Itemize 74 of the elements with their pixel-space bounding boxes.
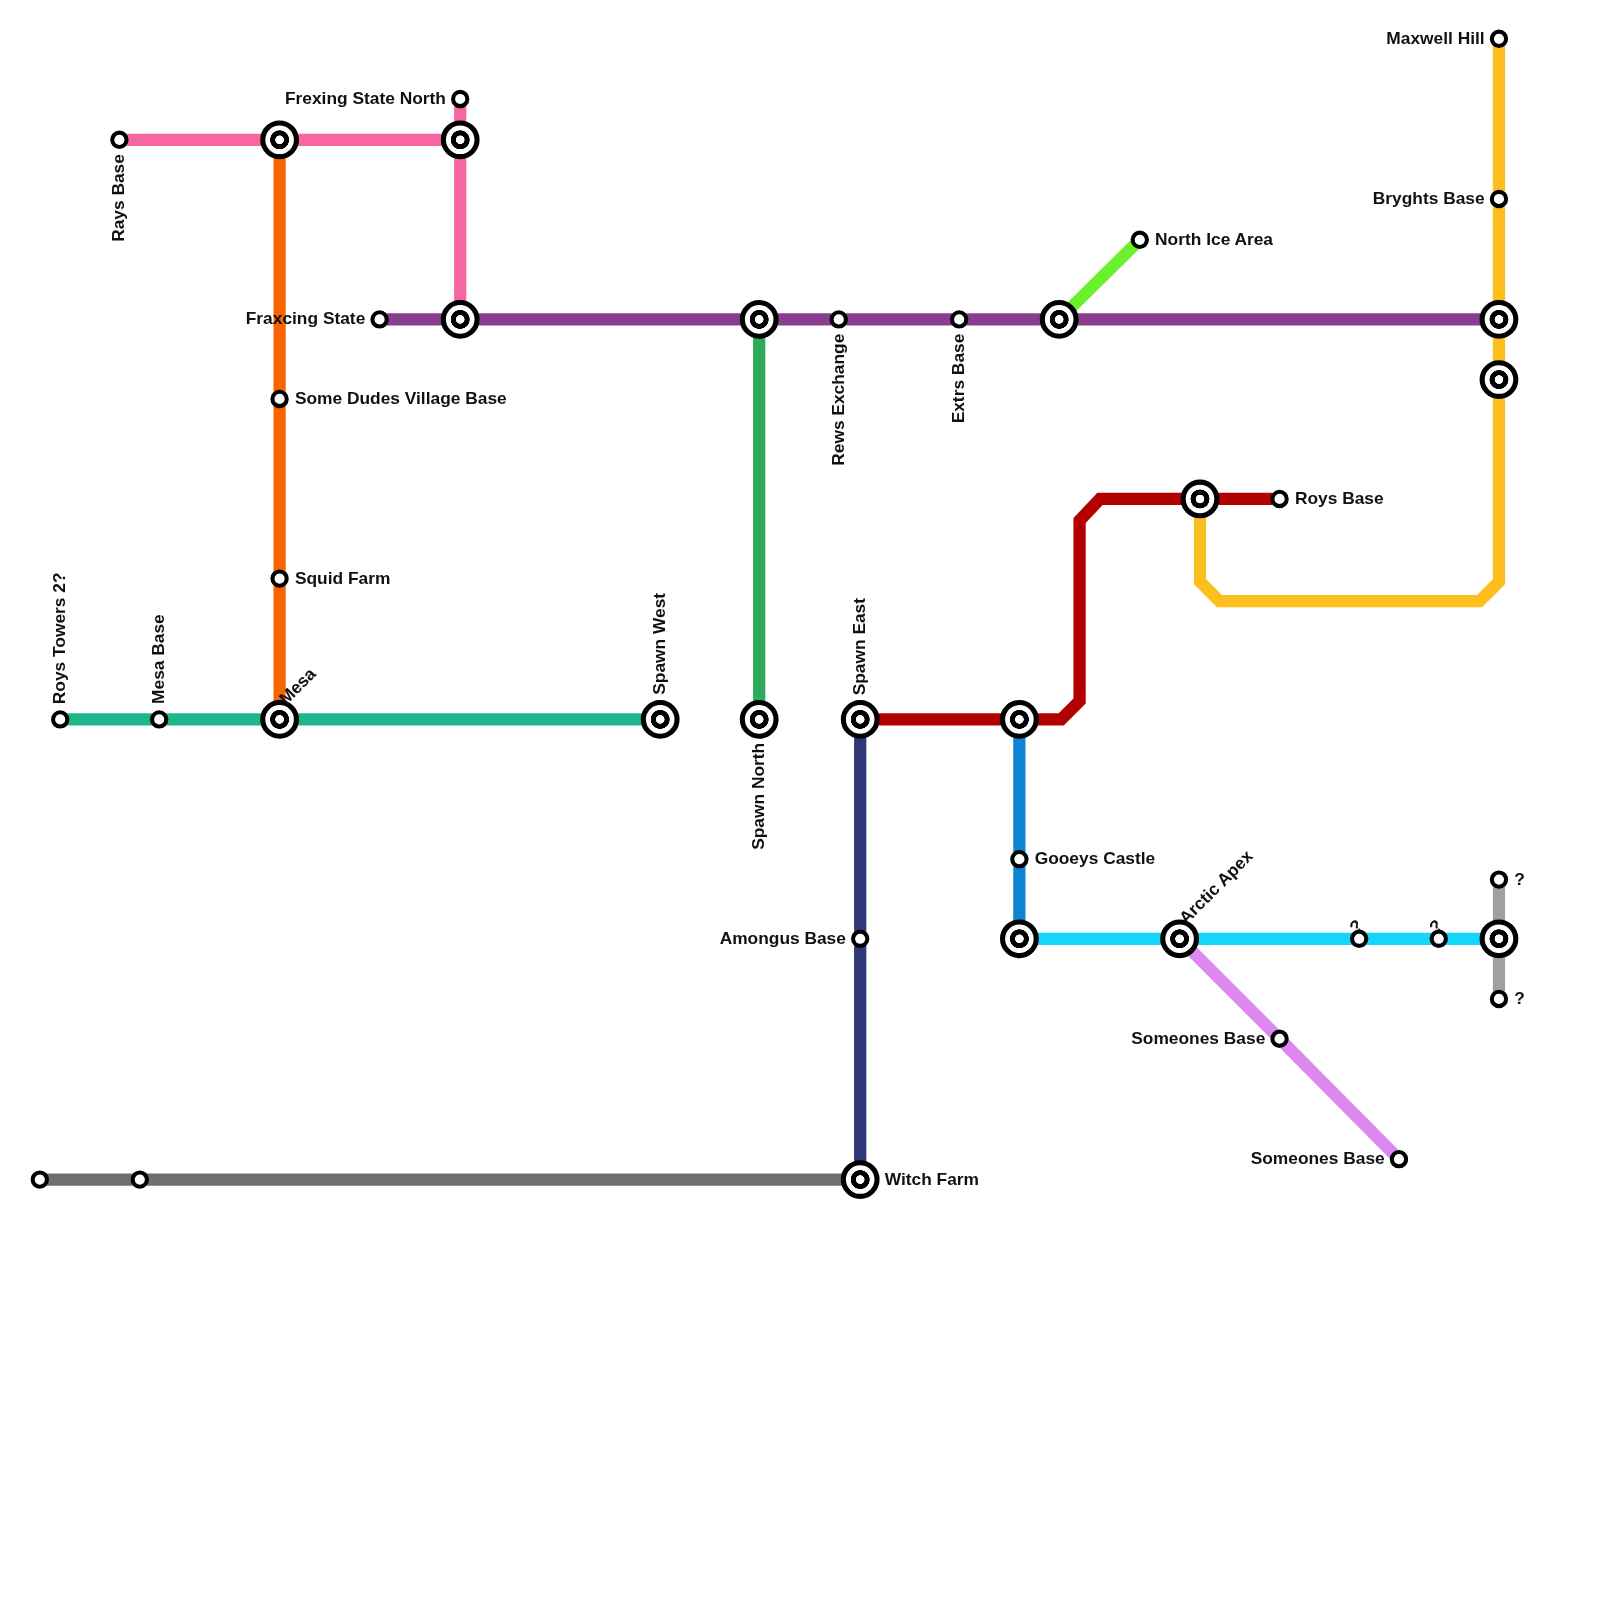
route-line (273, 406, 286, 572)
route-line (966, 313, 1042, 326)
route-line (126, 133, 263, 146)
route-line (1445, 932, 1482, 945)
route-line (1492, 336, 1506, 363)
station-name: Someones Base (1131, 1028, 1266, 1049)
route-line (46, 1173, 133, 1186)
station-name: Spawn East (850, 597, 871, 695)
route-line (273, 157, 286, 392)
station-name: ? (1514, 869, 1525, 890)
interchange-marker (1000, 919, 1039, 959)
route-line (1492, 206, 1506, 303)
station-marker (30, 1170, 49, 1189)
interchange-marker (1479, 919, 1519, 959)
interchange-marker (440, 120, 480, 160)
interchange-marker (1180, 479, 1220, 519)
station-marker (130, 1170, 149, 1189)
station-name: North Ice Area (1155, 229, 1274, 250)
interchange-marker (1039, 300, 1079, 339)
interchange-marker (1000, 700, 1039, 739)
route-line (1492, 886, 1506, 922)
route-line (67, 713, 153, 726)
route-line (1217, 492, 1273, 506)
route-line (845, 313, 953, 326)
route-line (1013, 866, 1026, 922)
route-line (1013, 736, 1026, 853)
route-line (1196, 932, 1353, 945)
route-line (1193, 396, 1506, 608)
station-name: Bryghts Base (1372, 188, 1485, 210)
route-line (296, 133, 443, 146)
route-line (273, 585, 286, 703)
station-name: ? (1514, 988, 1525, 1010)
station-name: Roys Towers 2? (50, 572, 71, 705)
station-name: Squid Farm (294, 568, 391, 589)
route-line (1076, 313, 1482, 326)
station-name: ? (1425, 915, 1448, 938)
route-line (854, 945, 867, 1163)
station-name: Maxwell Hill (1386, 28, 1485, 49)
route-line (1280, 1039, 1399, 1159)
route-line (454, 157, 467, 303)
station-name: Some Dudes Village Base (294, 388, 507, 410)
route-line (1036, 492, 1183, 726)
route-line (1366, 932, 1432, 945)
interchange-marker (1479, 300, 1519, 339)
station-name: Extrs Base (948, 333, 970, 424)
station-name: Mesa Base (149, 614, 170, 705)
station-name: Gooeys Castle (1034, 848, 1156, 870)
route-line (753, 336, 766, 703)
route-line (386, 313, 443, 326)
route-line (166, 713, 263, 726)
interchange-marker (260, 120, 299, 160)
interchange-marker (1479, 360, 1519, 399)
route-line (1187, 946, 1279, 1039)
route-line (1492, 45, 1506, 192)
interchange-marker (739, 300, 779, 339)
station-name: Witch Farm (884, 1169, 979, 1190)
route-line (477, 313, 742, 326)
route-line (1067, 240, 1139, 312)
route-line (296, 713, 643, 726)
route-line (776, 313, 832, 326)
station-name: Amongus Base (719, 928, 846, 949)
route-line (1492, 956, 1506, 992)
station-name: Frexing State North (284, 88, 446, 110)
station-name: Rews Exchange (828, 333, 849, 466)
route-line (1036, 932, 1163, 945)
station-name: Spawn West (650, 593, 671, 695)
station-name: Someones Base (1250, 1148, 1385, 1170)
station-name: Roys Base (1294, 488, 1384, 510)
station-name: Spawn North (748, 742, 770, 850)
station-name: ? (1345, 915, 1368, 938)
route-line (854, 736, 867, 932)
interchange-marker (440, 300, 480, 339)
station-name: Rays Base (109, 154, 130, 242)
route-line (877, 713, 1003, 726)
